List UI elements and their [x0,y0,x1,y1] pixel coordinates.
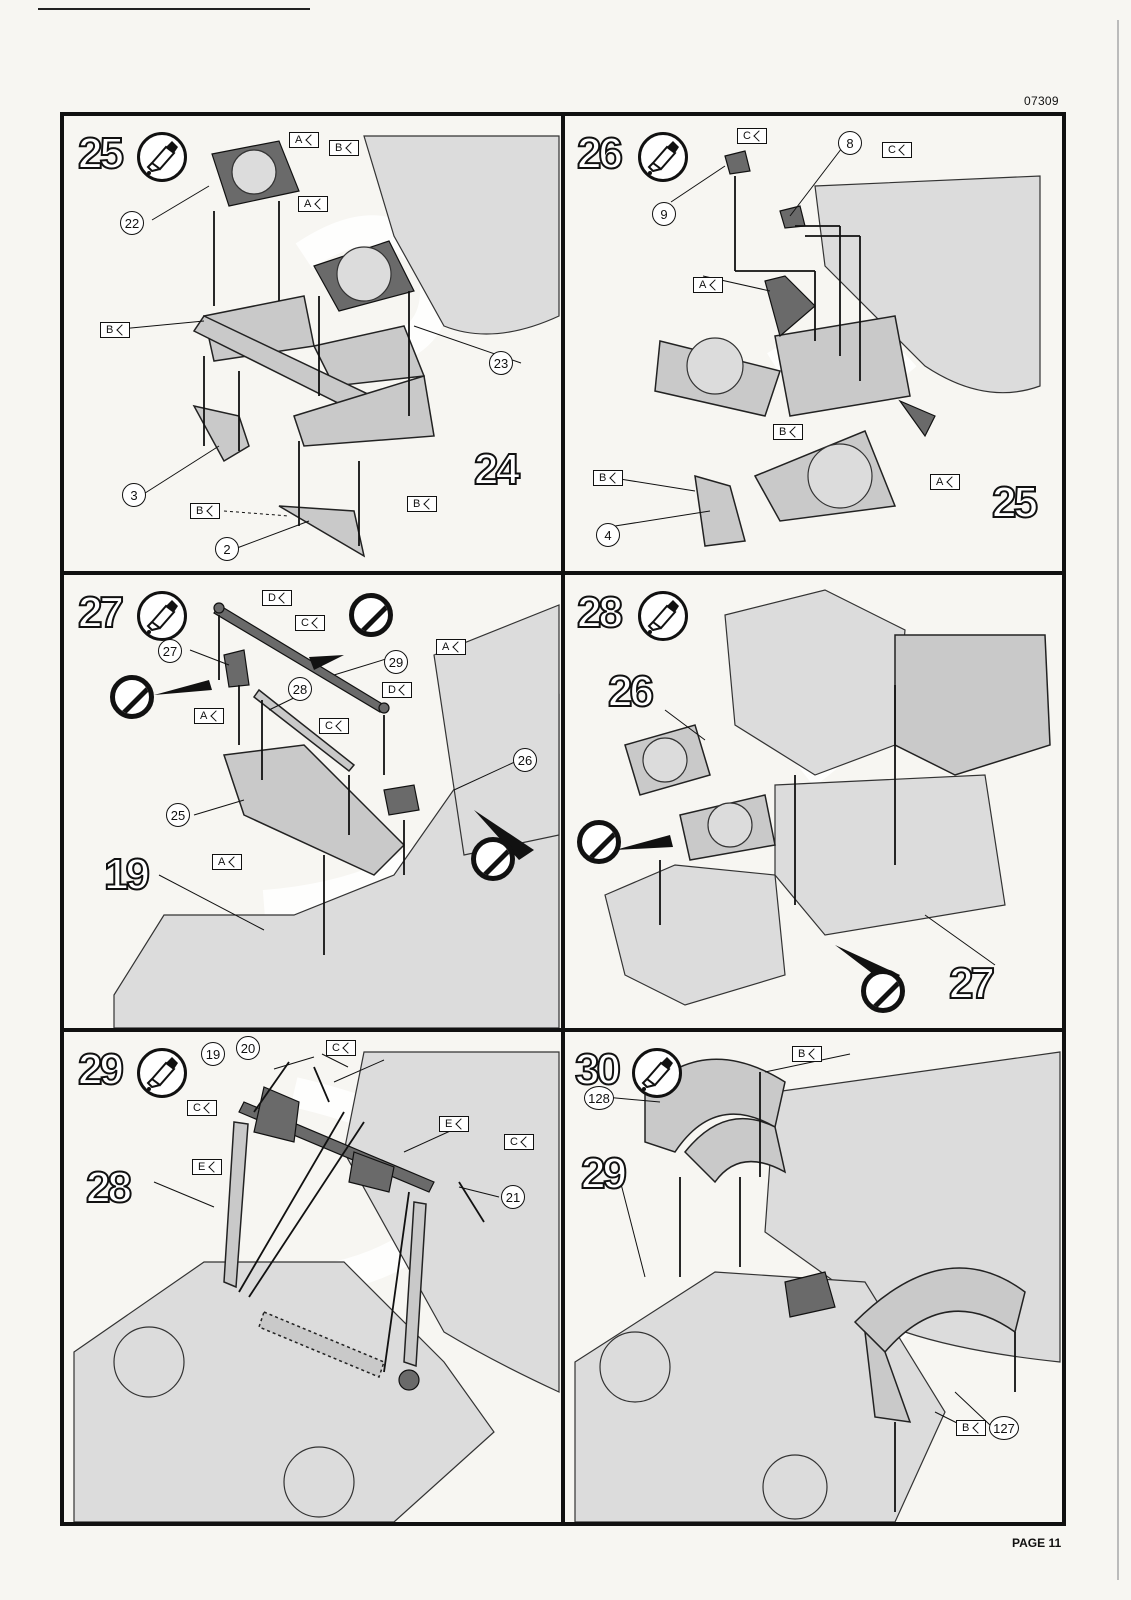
step-number: 27 [77,588,125,637]
sprue-tag: A [212,854,242,870]
sprue-tag: C [295,615,325,631]
part-callout: 2 [215,537,239,561]
step-28-illustration [604,589,1051,1006]
column-divider [561,116,565,1522]
part-callout: 22 [120,211,144,235]
step-28-panel: 28 26 27 [565,575,1062,1028]
sprue-tag: C [187,1100,217,1116]
sprue-tag: C [882,142,912,158]
sprue-tag: A [693,277,723,293]
sprue-tag: E [192,1159,222,1175]
part-callout: 25 [166,803,190,827]
part-callout: 21 [501,1185,525,1209]
sprue-tag: C [504,1134,534,1150]
sprue-tag: E [439,1116,469,1132]
part-callout: 127 [989,1416,1019,1440]
part-callout: 8 [838,131,862,155]
part-callout: 9 [652,202,676,226]
sprue-tag: A [298,196,328,212]
reference-step: 24 [473,445,521,494]
reference-step: 29 [580,1149,628,1198]
part-callout: 23 [489,351,513,375]
row-divider-1 [64,571,1062,575]
glue-tube-icon [638,591,688,641]
step-number: 25 [77,129,125,178]
part-callout: 20 [236,1036,260,1060]
step-27-illustration [113,602,560,1028]
part-callout: 3 [122,483,146,507]
step-30-illustration [574,1051,1061,1522]
sprue-tag: A [194,708,224,724]
sprue-tag: B [329,140,359,156]
part-callout: 28 [288,677,312,701]
glue-tube-icon [137,1048,187,1098]
sprue-tag: A [436,639,466,655]
step-25-panel: 25 24 22 23 3 2 A B A B B B [64,116,561,571]
document-code: 07309 [1024,94,1059,108]
part-callout: 19 [201,1042,225,1066]
step-number: 30 [574,1045,622,1094]
sprue-tag: C [326,1040,356,1056]
sprue-tag: B [100,322,130,338]
sprue-tag: B [190,503,220,519]
sprue-tag: C [319,718,349,734]
sprue-tag: D [382,682,412,698]
no-glue-icon [349,593,393,637]
glue-tube-icon [137,132,187,182]
reference-step: 19 [103,850,151,899]
sprue-tag: C [737,128,767,144]
sprue-tag: B [773,424,803,440]
step-29-panel: 29 28 19 20 21 C C E E C [64,1032,561,1522]
step-number: 29 [77,1045,125,1094]
reference-step: 26 [607,667,655,716]
sprue-tag: B [956,1420,986,1436]
step-27-panel: 27 19 27 29 28 26 25 D C A D A C A [64,575,561,1028]
step-29-illustration [73,1051,560,1522]
reference-step: 27 [948,959,996,1008]
no-glue-icon [471,837,515,881]
step-25-illustration [119,135,560,558]
instruction-grid: 25 24 22 23 3 2 A B A B B B [60,112,1066,1526]
part-callout: 29 [384,650,408,674]
sprue-tag: B [792,1046,822,1062]
sprue-tag: D [262,590,292,606]
no-glue-icon [577,820,621,864]
header-rule [38,8,310,10]
reference-step: 25 [991,478,1039,527]
reference-step: 28 [85,1163,133,1212]
step-number: 26 [576,129,624,178]
glue-tube-icon [638,132,688,182]
glue-tube-icon [137,591,187,641]
page-edge [1117,20,1119,1580]
step-number: 28 [576,588,624,637]
part-callout: 128 [584,1086,614,1110]
glue-tube-icon [632,1048,682,1098]
row-divider-2 [64,1028,1062,1032]
part-callout: 27 [158,639,182,663]
sprue-tag: A [930,474,960,490]
step-26-panel: 26 25 9 8 4 C C A B A B [565,116,1062,571]
no-glue-icon [861,969,905,1013]
part-callout: 26 [513,748,537,772]
step-30-panel: 30 29 128 127 B B [565,1032,1062,1522]
sprue-tag: A [289,132,319,148]
no-glue-icon [110,675,154,719]
part-callout: 4 [596,523,620,547]
sprue-tag: B [593,470,623,486]
step-26-illustration [614,143,1041,547]
page-number: PAGE 11 [1012,1536,1062,1550]
sprue-tag: B [407,496,437,512]
